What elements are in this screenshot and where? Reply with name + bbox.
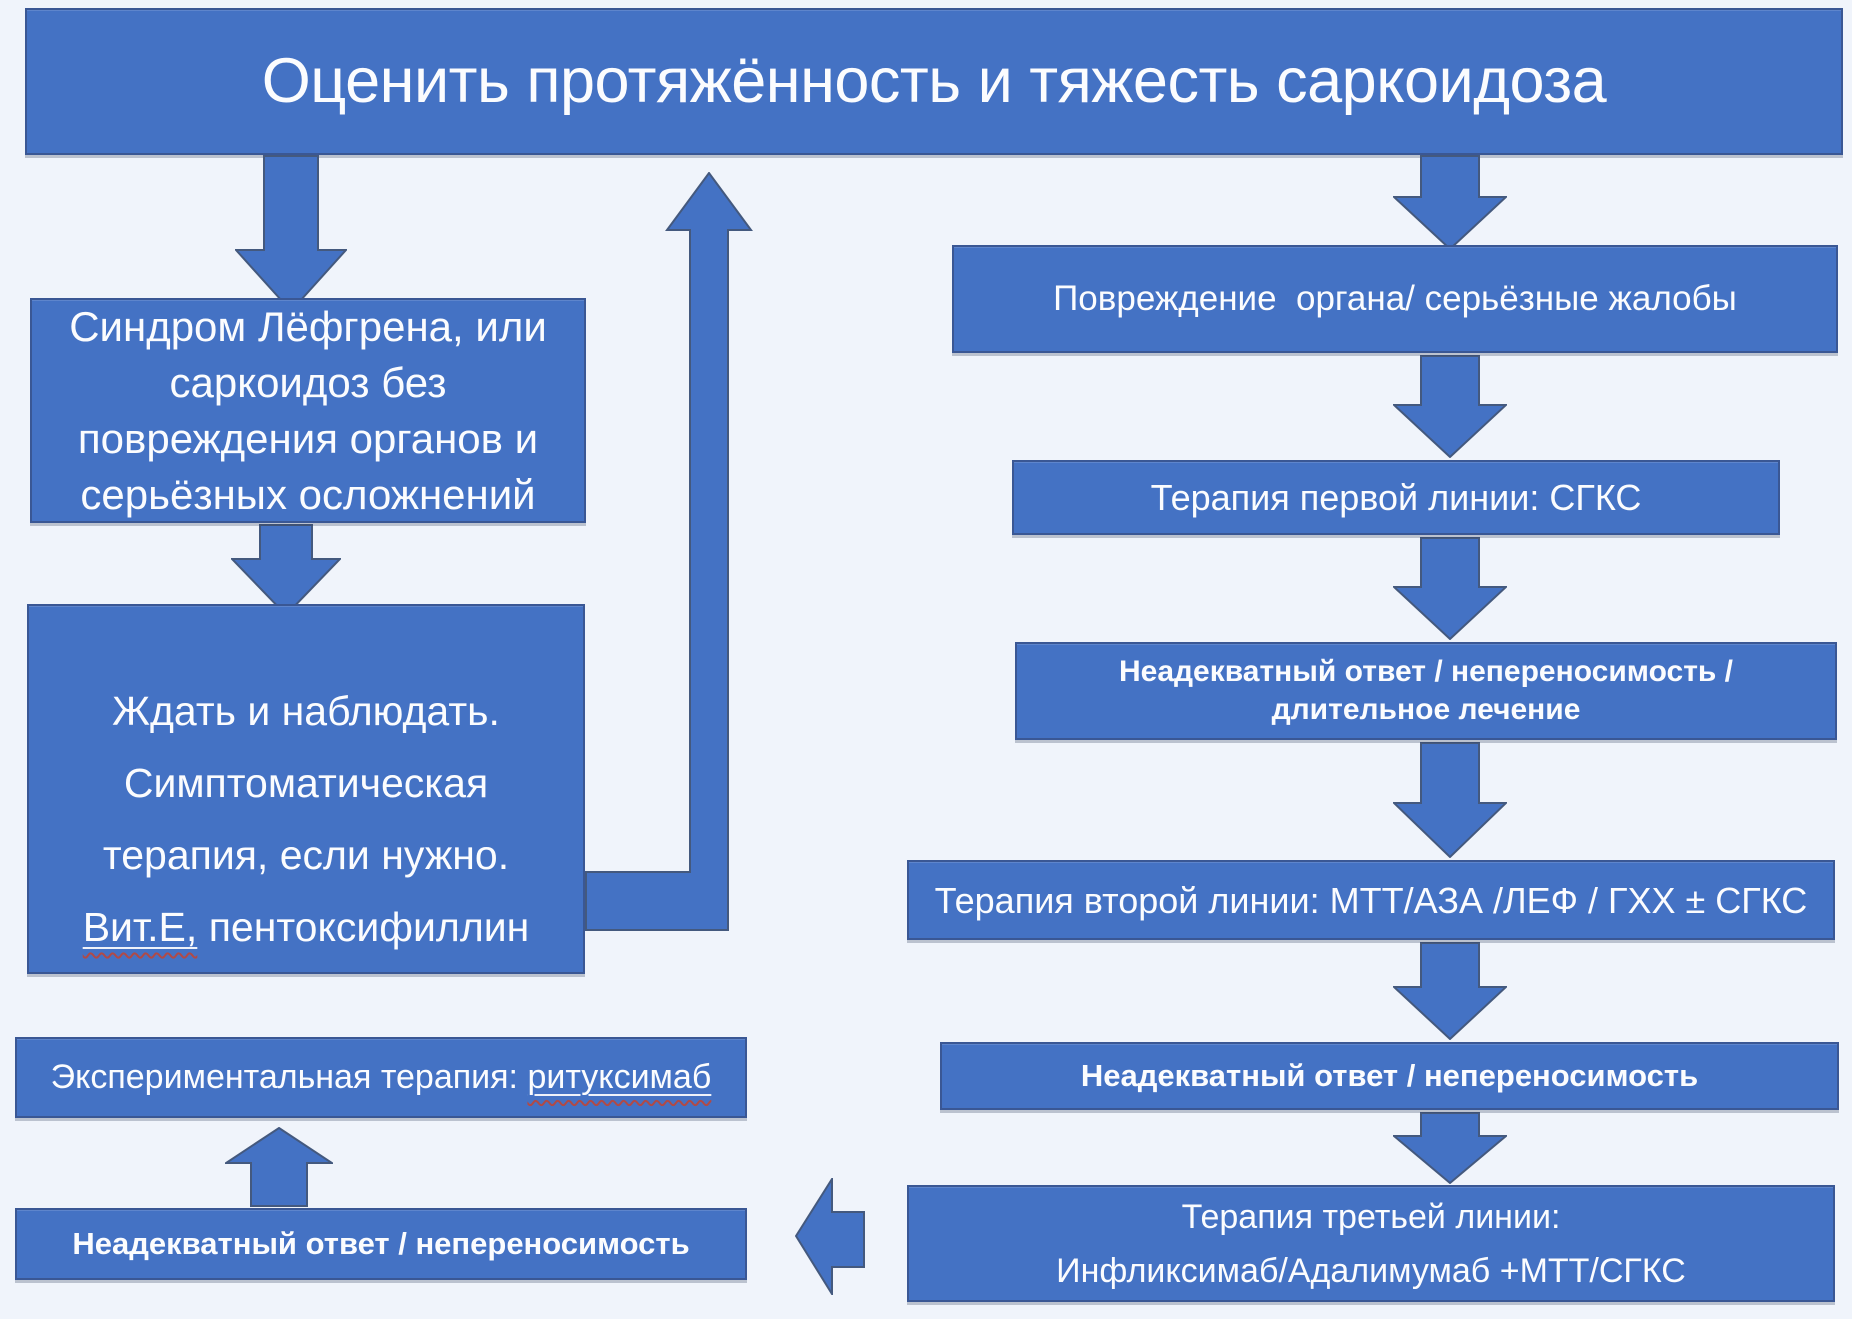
arrow-down-icon: [1393, 537, 1507, 640]
misspelled-word: Вит.Е,: [82, 904, 198, 950]
box-third-line-therapy: Терапия третьей линии: Инфликсимаб/Адали…: [907, 1185, 1835, 1302]
box-text-line: Ждать и наблюдать.: [112, 688, 500, 734]
box-text-line: Экспериментальная терапия: ритуксимаб: [51, 1056, 712, 1099]
box-text-line: Терапия второй линии: МТТ/АЗА /ЛЕФ / ГХХ…: [934, 879, 1808, 921]
box-text-line: длительное лечение: [1271, 693, 1581, 726]
arrow-down-icon: [1393, 1112, 1507, 1184]
arrow-down-icon: [235, 155, 347, 312]
arrow-down-icon: [1393, 155, 1507, 250]
box-text-segment: пентоксифиллин: [197, 904, 530, 950]
arrow-down-icon: [1393, 942, 1507, 1040]
box-text-line: Терапия третьей линии:: [1181, 1197, 1561, 1236]
box-text-line: терапия, если нужно.: [102, 832, 510, 878]
box-text-line: Вит.Е, пентоксифиллин: [83, 891, 530, 963]
box-experimental-therapy: Экспериментальная терапия: ритуксимаб: [15, 1037, 747, 1118]
box-assess-title: Оценить протяжённость и тяжесть саркоидо…: [25, 8, 1843, 155]
box-text-line: Повреждение органа/ серьёзные жалобы: [1053, 279, 1737, 319]
box-wait-and-watch: Ждать и наблюдать. Симптоматическая тера…: [27, 604, 585, 974]
arrow-up-icon: [225, 1127, 333, 1207]
box-text-line: саркоидоз без: [169, 358, 447, 406]
box-text-line: Неадекватный ответ / непереносимость /: [1118, 655, 1734, 688]
box-inadequate-response-left: Неадекватный ответ / непереносимость: [15, 1208, 747, 1280]
box-text-line: Синдром Лёфгрена, или: [69, 302, 547, 350]
box-inadequate-response-1: Неадекватный ответ / непереносимость / д…: [1015, 642, 1837, 740]
arrow-down-icon: [1393, 355, 1507, 458]
box-text-line: Неадекватный ответ / непереносимость: [1080, 1057, 1699, 1093]
box-text-line: Неадекватный ответ / непереносимость: [72, 1225, 690, 1261]
box-text-line: повреждения органов и: [77, 414, 539, 462]
box-inadequate-response-2: Неадекватный ответ / непереносимость: [940, 1042, 1839, 1110]
box-text-line: Терапия первой линии: СГКС: [1150, 477, 1642, 518]
box-lofgren-syndrome: Синдром Лёфгрена, или саркоидоз без повр…: [30, 298, 586, 523]
box-first-line-therapy: Терапия первой линии: СГКС: [1012, 460, 1780, 535]
box-text-line: серьёзных осложнений: [80, 470, 536, 518]
arrow-left-icon: [795, 1178, 865, 1295]
page-title: Оценить протяжённость и тяжесть саркоидо…: [261, 46, 1607, 117]
box-text-line: Инфликсимаб/Адалимумаб +МТТ/СГКС: [1056, 1251, 1686, 1290]
box-organ-damage: Повреждение органа/ серьёзные жалобы: [952, 245, 1838, 353]
box-second-line-therapy: Терапия второй линии: МТТ/АЗА /ЛЕФ / ГХХ…: [907, 860, 1835, 940]
arrow-down-icon: [231, 524, 341, 616]
box-text-segment: Экспериментальная терапия:: [50, 1058, 528, 1097]
elbow-arrow-up-icon: [585, 172, 753, 931]
misspelled-word: ритуксимаб: [527, 1058, 712, 1097]
box-text-line: Симптоматическая: [123, 760, 489, 806]
arrow-down-icon: [1393, 742, 1507, 858]
